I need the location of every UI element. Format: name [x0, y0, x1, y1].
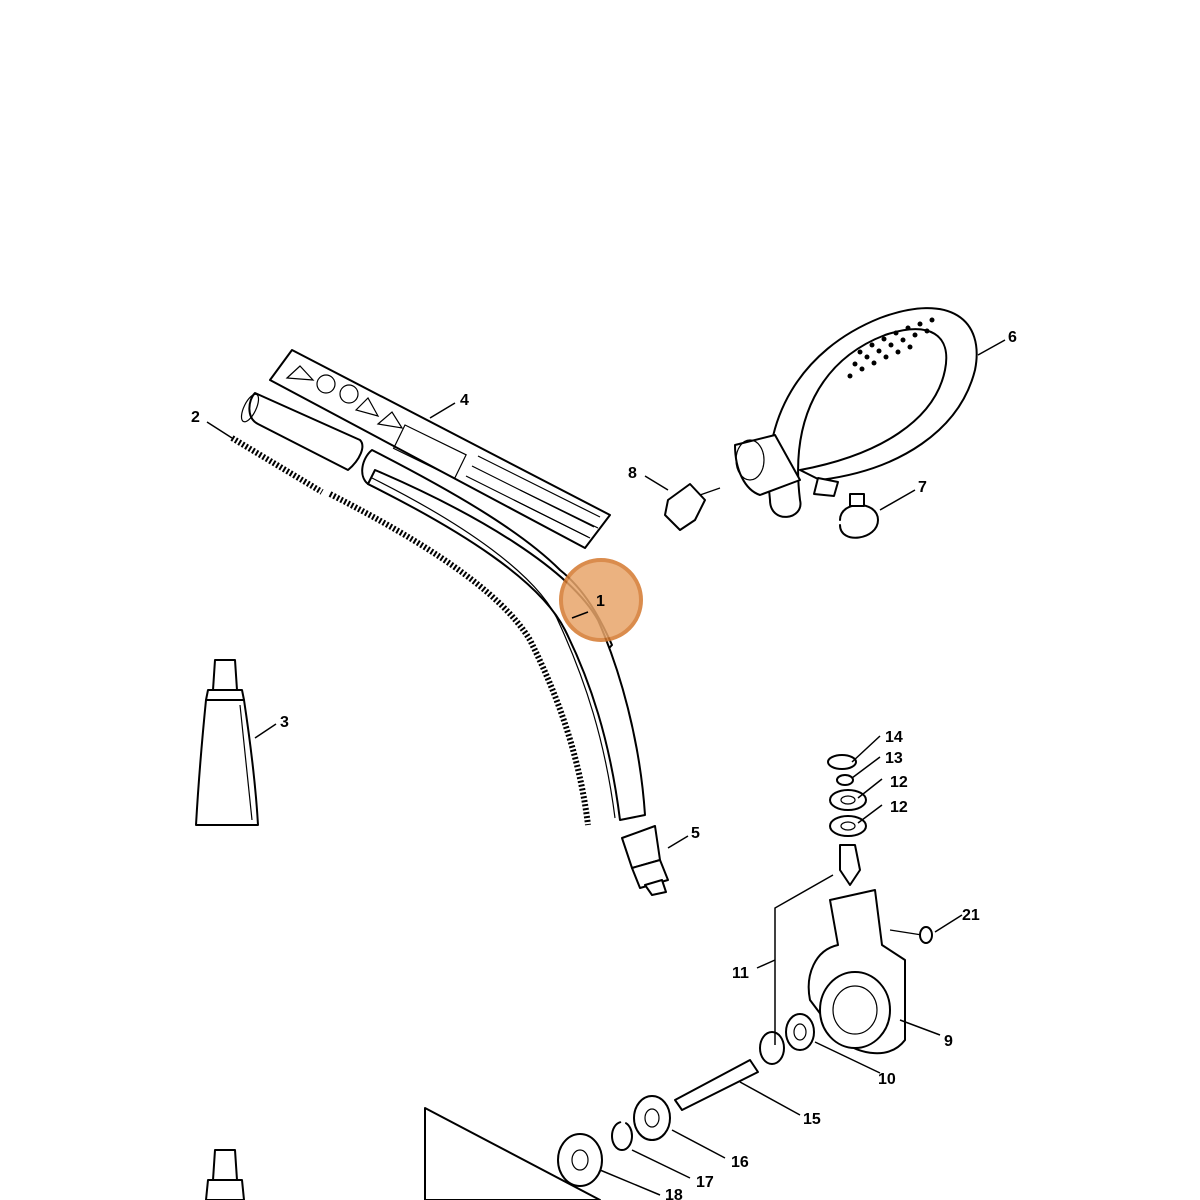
callout-18[interactable]: 18 — [665, 1187, 683, 1200]
ball-bearing-10[interactable] — [785, 1013, 815, 1051]
loop-handle[interactable] — [734, 307, 978, 518]
callout-5[interactable]: 5 — [691, 825, 700, 842]
flex-shaft[interactable] — [230, 435, 591, 826]
callout-10[interactable]: 10 — [878, 1071, 896, 1088]
callout-6[interactable]: 6 — [1008, 329, 1017, 346]
ball-bearing-12a[interactable] — [829, 789, 867, 811]
collar-18[interactable] — [557, 1133, 603, 1187]
wing-screw[interactable] — [664, 483, 721, 531]
circlip-17[interactable] — [611, 1121, 633, 1151]
callout-15[interactable]: 15 — [803, 1111, 821, 1128]
clamp[interactable] — [839, 493, 879, 539]
grease-tube[interactable] — [195, 659, 259, 826]
ball-bearing-16[interactable] — [633, 1095, 671, 1141]
callout-11[interactable]: 11 — [732, 965, 749, 982]
leader-lines — [206, 339, 1006, 1196]
callout-8[interactable]: 8 — [628, 465, 637, 482]
callout-17[interactable]: 17 — [696, 1174, 714, 1191]
grease-tube-2[interactable] — [205, 1149, 245, 1200]
callout-4[interactable]: 4 — [460, 392, 469, 409]
highlight-marker — [559, 558, 643, 642]
ball-bearing-12b[interactable] — [829, 815, 867, 837]
callout-13[interactable]: 13 — [885, 750, 903, 767]
bushing[interactable] — [621, 825, 669, 896]
callout-3[interactable]: 3 — [280, 714, 289, 731]
callout-7[interactable]: 7 — [918, 479, 927, 496]
washer-13[interactable] — [836, 774, 854, 786]
callout-12b[interactable]: 12 — [890, 799, 908, 816]
deflector-plate[interactable] — [424, 1107, 601, 1200]
gear-housing[interactable] — [807, 889, 906, 1055]
callout-14[interactable]: 14 — [885, 729, 903, 746]
retaining-ring-14[interactable] — [827, 754, 857, 770]
screw-21[interactable] — [889, 926, 933, 944]
callout-12a[interactable]: 12 — [890, 774, 908, 791]
spline-shaft[interactable] — [674, 1059, 759, 1111]
callout-16[interactable]: 16 — [731, 1154, 749, 1171]
pinion-gear[interactable] — [839, 844, 861, 886]
bevel-gear[interactable] — [759, 1031, 785, 1065]
callouts: 1 2 3 4 5 6 7 8 9 10 11 12 12 13 14 15 1… — [191, 329, 1017, 1200]
label-decal[interactable] — [269, 349, 611, 549]
callout-1[interactable]: 1 — [596, 593, 605, 610]
callout-2[interactable]: 2 — [191, 409, 200, 426]
drive-tube[interactable] — [367, 469, 646, 821]
handle-dots — [847, 317, 935, 379]
callout-21[interactable]: 21 — [962, 907, 980, 924]
callout-9[interactable]: 9 — [944, 1033, 953, 1050]
